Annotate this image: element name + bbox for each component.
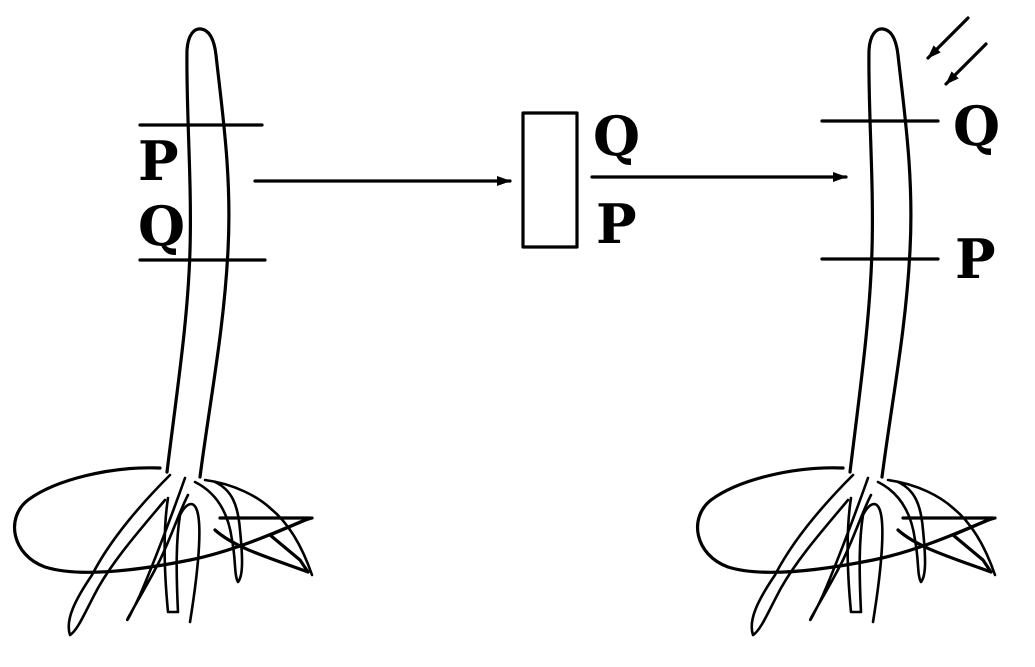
inverted-segment-box (521, 111, 579, 249)
right-root-4 (876, 480, 927, 584)
right-lower-cut-label: P (955, 227, 996, 291)
right-seed (696, 466, 997, 574)
left-seed (13, 466, 314, 574)
left-seedling (13, 27, 314, 637)
left-root-1 (67, 473, 172, 637)
left-seedling-stem (165, 27, 231, 479)
left-seed-tip (213, 516, 312, 574)
right-seedling-stem (848, 27, 913, 479)
right-seedling (696, 27, 997, 637)
left-root-3 (163, 496, 201, 624)
right-root-5 (886, 478, 997, 577)
right-seed-tip (896, 516, 995, 574)
left-root-5 (203, 478, 314, 577)
left-upper-cut-label: P (138, 129, 179, 193)
segment-top-label: Q (593, 104, 640, 168)
segment-bottom-label: P (596, 192, 637, 256)
left-lower-cut-label: Q (138, 194, 185, 258)
right-root-1 (750, 473, 855, 637)
left-root-4 (193, 480, 244, 584)
light-arrows-icon (926, 16, 988, 86)
right-root-2 (809, 476, 873, 622)
left-root-2 (126, 476, 190, 622)
right-root-3 (846, 496, 884, 624)
right-upper-cut-label: Q (953, 94, 1000, 158)
